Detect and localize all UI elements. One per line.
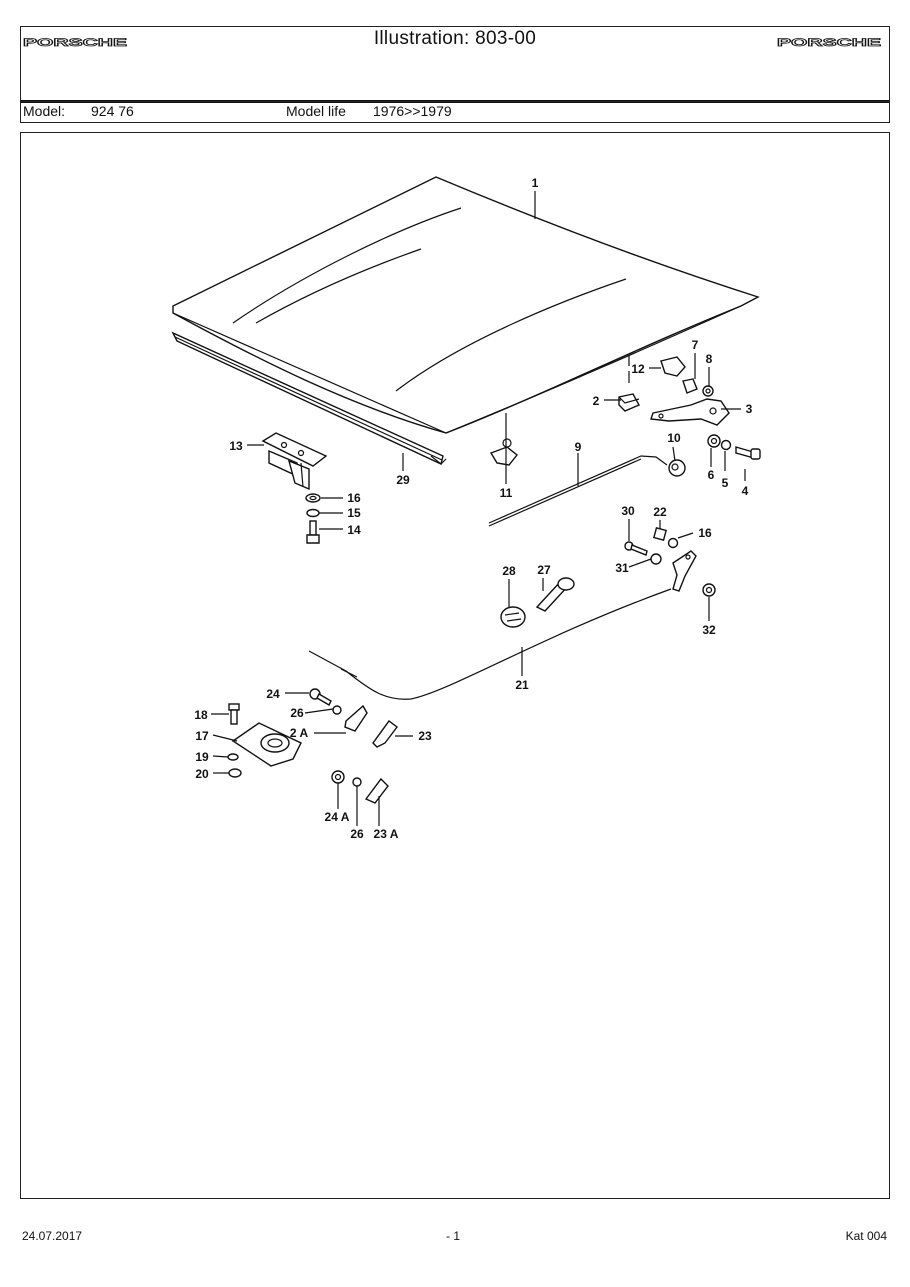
diagram-box: 1 2 12 7 8 3 10 6 5 4 9 11 13 29 16 15 1… [20,132,890,1199]
grommet-32[interactable] [702,583,716,597]
callout-8: 8 [706,352,713,366]
callout-4: 4 [742,484,749,498]
hood-seal-strip[interactable] [171,331,447,465]
knob-28[interactable] [500,606,526,628]
callout-24: 24 [266,687,280,701]
hinge-3[interactable] [650,398,730,426]
callout-32: 32 [702,623,716,637]
bolt-14[interactable] [306,520,320,544]
leader-lines [211,191,746,826]
callout-10: 10 [667,431,681,445]
callout-16b: 16 [698,526,712,540]
callout-7: 7 [692,338,699,352]
callout-17: 17 [195,729,209,743]
washer-16b[interactable] [667,537,679,549]
clip-23[interactable] [372,720,398,748]
callout-23: 23 [418,729,432,743]
callout-26b: 26 [350,827,364,841]
bolt-24[interactable] [309,688,332,706]
hood-panel[interactable] [172,176,760,434]
callout-24a: 24 A [325,810,350,824]
buffer-12[interactable] [660,356,686,377]
hood-lock-13[interactable] [261,432,328,491]
bolt-4[interactable] [735,446,761,460]
washer-19[interactable] [227,753,239,761]
washer-26a[interactable] [332,705,342,715]
stop-7[interactable] [682,378,698,394]
washer-26b[interactable] [352,777,362,787]
washer-16a[interactable] [305,493,321,503]
callout-labels: 1 2 12 7 8 3 10 6 5 4 9 11 13 29 16 15 1… [194,176,752,841]
clip-2a[interactable] [344,704,368,732]
porsche-logo-right: PORSCHE [777,37,881,47]
callout-16a: 16 [347,491,361,505]
callout-2a: 2 A [290,726,309,740]
model-life-label: Model life [286,103,346,119]
release-lever[interactable] [672,550,697,592]
svg-text:PORSCHE: PORSCHE [777,37,881,47]
exploded-parts-diagram: 1 2 12 7 8 3 10 6 5 4 9 11 13 29 16 15 1… [171,176,761,841]
release-cable-21[interactable] [308,588,672,700]
callout-22: 22 [653,505,667,519]
page-title: Illustration: 803-00 [373,28,537,49]
callout-30: 30 [621,504,635,518]
washer-8[interactable] [702,385,714,397]
callout-2: 2 [593,394,600,408]
callout-18: 18 [194,708,208,722]
lock-plate-17[interactable] [231,722,302,767]
bump-stop-2[interactable] [618,393,640,412]
grommet-10[interactable] [668,459,686,477]
nut-20[interactable] [228,768,242,778]
bolt-18[interactable] [228,703,240,725]
washer-6[interactable] [707,434,721,448]
spring-washer-15[interactable] [306,508,320,518]
support-rod-9[interactable] [488,455,668,527]
callout-15: 15 [347,506,361,520]
callout-12: 12 [631,362,645,376]
clip-11[interactable] [489,438,518,466]
model-value: 924 76 [91,103,134,119]
callout-1: 1 [532,176,539,190]
model-life-value: 1976>>1979 [373,103,452,119]
svg-text:PORSCHE: PORSCHE [23,37,127,47]
callout-19: 19 [195,750,209,764]
model-label: Model: [23,103,66,119]
callout-20: 20 [195,767,209,781]
callout-11: 11 [500,486,513,500]
spring-washer-5[interactable] [720,439,732,451]
callout-31: 31 [615,561,629,575]
callout-5: 5 [722,476,729,490]
callout-26a: 26 [290,706,304,720]
header-box: PORSCHE Illustration: 803-00 PORSCHE [20,26,890,103]
callout-6: 6 [708,468,715,482]
callout-21: 21 [515,678,529,692]
clip-23a[interactable] [364,777,389,804]
callout-23a: 23 A [374,827,399,841]
callout-27: 27 [537,563,551,577]
callout-13: 13 [229,439,243,453]
callout-29: 29 [396,473,410,487]
callout-14: 14 [347,523,361,537]
callout-3: 3 [746,402,753,416]
model-bar: Model: 924 76 Model life 1976>>1979 [20,101,890,123]
footer-date: 24.07.2017 [22,1229,83,1243]
washer-31[interactable] [650,553,662,565]
footer-page-number: - 1 [446,1229,461,1243]
knob-shaft-27[interactable] [535,577,575,612]
callout-9: 9 [575,440,582,454]
screw-30[interactable] [624,541,648,556]
porsche-logo-left: PORSCHE [23,37,127,47]
footer-catalog: Kat 004 [845,1229,887,1243]
callout-28: 28 [502,564,516,578]
nut-24a[interactable] [331,770,345,784]
nut-22[interactable] [653,527,667,541]
